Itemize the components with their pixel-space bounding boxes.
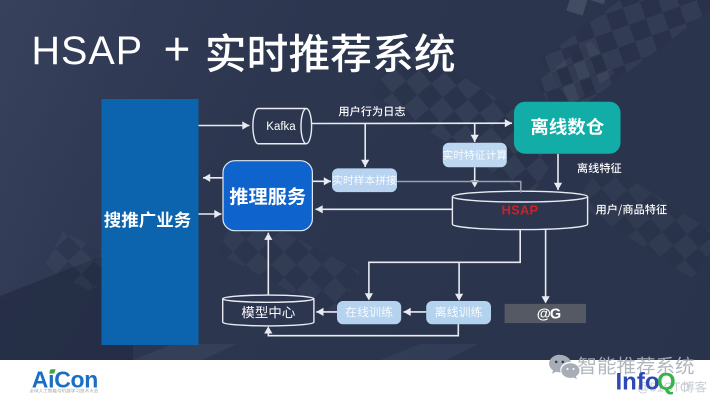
svg-text:HSAP: HSAP: [502, 203, 539, 218]
svg-text:Kafka: Kafka: [266, 121, 296, 133]
svg-text:AiCon: AiCon: [32, 366, 98, 392]
svg-text:Info: Info: [616, 369, 660, 396]
svg-text:+: +: [164, 23, 191, 75]
svg-text:HSAP: HSAP: [32, 29, 144, 73]
svg-text:Q: Q: [657, 369, 676, 396]
svg-text:@51CTO: @51CTO: [637, 381, 690, 395]
svg-text:@G: @G: [537, 306, 561, 322]
